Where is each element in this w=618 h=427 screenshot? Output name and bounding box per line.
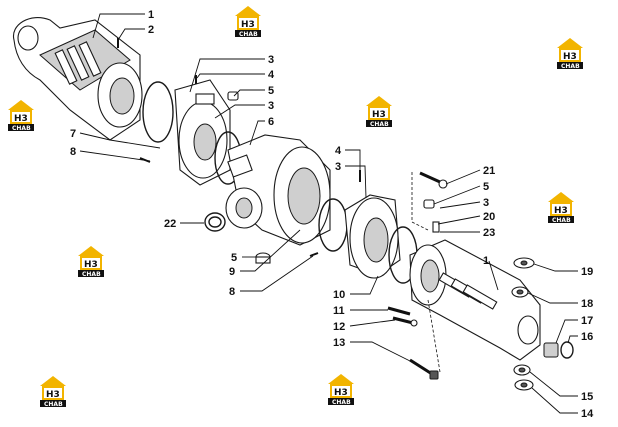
watermark-logo-3: H3 CHAB bbox=[8, 100, 34, 132]
screw-8-lower bbox=[309, 252, 319, 257]
callout-7: 7 bbox=[70, 128, 76, 140]
watermark-logo-5: H3 CHAB bbox=[548, 192, 574, 224]
ring-gear-carrier bbox=[344, 194, 401, 279]
callout-1-bottom: 1 bbox=[483, 255, 489, 267]
bolt-11 bbox=[387, 306, 411, 316]
plug-5-lower bbox=[255, 252, 271, 264]
svg-text:CHAB: CHAB bbox=[370, 121, 389, 128]
washer-18 bbox=[511, 286, 529, 298]
callout-9: 9 bbox=[229, 266, 235, 278]
callout-13: 13 bbox=[333, 337, 345, 349]
callout-21: 21 bbox=[483, 165, 495, 177]
callout-12: 12 bbox=[333, 321, 345, 333]
callout-20: 20 bbox=[483, 211, 495, 223]
callout-2: 2 bbox=[148, 24, 154, 36]
callout-8-a: 8 bbox=[70, 146, 76, 158]
bolt-12 bbox=[392, 316, 418, 327]
callout-15: 15 bbox=[581, 391, 593, 403]
watermark-logo-8: H3 CHAB bbox=[328, 374, 354, 406]
callout-numbers: 1 2 3 4 5 3 6 7 8 4 3 21 5 3 20 23 22 5 … bbox=[70, 9, 594, 420]
callout-11: 11 bbox=[333, 305, 345, 317]
svg-text:CHAB: CHAB bbox=[239, 31, 258, 38]
svg-text:H3: H3 bbox=[334, 388, 348, 398]
callout-3-d: 3 bbox=[483, 197, 489, 209]
callout-3-b: 3 bbox=[268, 100, 274, 112]
bolt-13 bbox=[409, 358, 439, 380]
callout-16: 16 bbox=[581, 331, 593, 343]
svg-text:H3: H3 bbox=[241, 20, 255, 30]
left-axle-housing bbox=[13, 17, 143, 141]
callout-5-b: 5 bbox=[483, 181, 489, 193]
callout-22: 22 bbox=[164, 218, 176, 230]
callout-18: 18 bbox=[581, 298, 593, 310]
differential-housing bbox=[225, 134, 331, 246]
callout-14: 14 bbox=[581, 408, 594, 420]
svg-text:CHAB: CHAB bbox=[332, 399, 351, 406]
svg-text:H3: H3 bbox=[563, 52, 577, 62]
svg-text:CHAB: CHAB bbox=[12, 125, 31, 132]
watermark-logo-1: H3 CHAB bbox=[235, 6, 261, 38]
callout-10: 10 bbox=[333, 289, 345, 301]
right-axle-housing bbox=[409, 239, 541, 361]
svg-text:H3: H3 bbox=[46, 390, 60, 400]
callout-5-a: 5 bbox=[268, 85, 274, 97]
svg-text:H3: H3 bbox=[372, 110, 386, 120]
svg-text:H3: H3 bbox=[554, 206, 568, 216]
callout-4-b: 4 bbox=[335, 145, 342, 157]
svg-text:H3: H3 bbox=[14, 114, 28, 124]
seal-22 bbox=[204, 212, 226, 232]
callout-6: 6 bbox=[268, 116, 274, 128]
washer-15 bbox=[513, 364, 531, 376]
fitting-20-23 bbox=[432, 221, 440, 233]
plug-5-right bbox=[423, 199, 435, 209]
watermark-logo-7: H3 CHAB bbox=[40, 376, 66, 408]
svg-text:CHAB: CHAB bbox=[552, 217, 571, 224]
svg-text:H3: H3 bbox=[84, 260, 98, 270]
callout-3-c: 3 bbox=[335, 161, 341, 173]
callout-5-c: 5 bbox=[231, 252, 237, 264]
washer-19 bbox=[513, 257, 535, 269]
callout-19: 19 bbox=[581, 266, 593, 278]
callout-1-top: 1 bbox=[148, 9, 154, 21]
callout-23: 23 bbox=[483, 227, 495, 239]
o-ring-upper bbox=[142, 81, 174, 143]
svg-text:CHAB: CHAB bbox=[44, 401, 63, 408]
watermark-logo-4: H3 CHAB bbox=[366, 96, 392, 128]
bolt-21 bbox=[419, 171, 448, 189]
svg-text:CHAB: CHAB bbox=[82, 271, 101, 278]
watermark-logo-2: H3 CHAB bbox=[557, 38, 583, 70]
callout-3-a: 3 bbox=[268, 54, 274, 66]
callout-17: 17 bbox=[581, 315, 593, 327]
svg-text:CHAB: CHAB bbox=[561, 63, 580, 70]
callout-8-b: 8 bbox=[229, 286, 235, 298]
leader-lines bbox=[79, 13, 578, 414]
watermark-logo-6: H3 CHAB bbox=[78, 246, 104, 278]
callout-4-a: 4 bbox=[268, 69, 275, 81]
hub-carrier bbox=[174, 79, 231, 186]
bushing-17 bbox=[543, 342, 559, 358]
seal-16 bbox=[560, 341, 574, 359]
washer-14 bbox=[514, 379, 534, 391]
